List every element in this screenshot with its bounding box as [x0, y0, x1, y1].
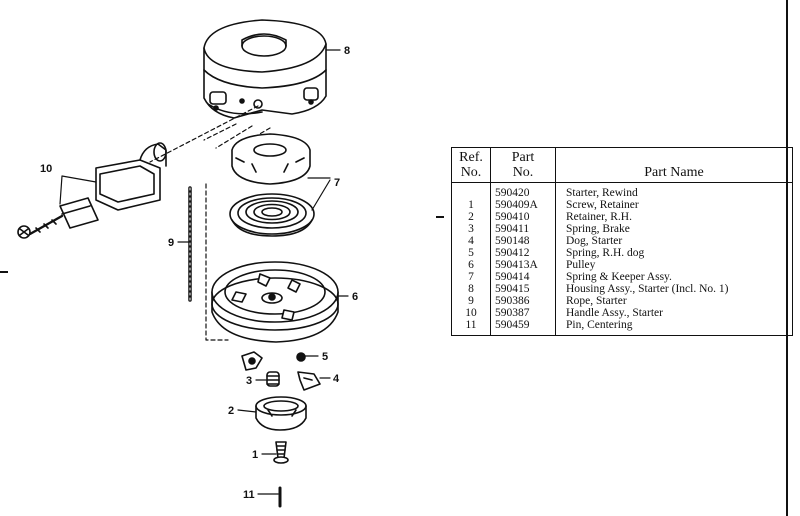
housing-assembly — [203, 19, 327, 119]
part-number-cell: 590415 — [490, 283, 556, 295]
ref-cell: 1 — [451, 199, 491, 211]
ref-cell: 2 — [451, 211, 491, 223]
part-number-cell: 590148 — [490, 235, 556, 247]
part-name-cell: Spring & Keeper Assy. — [555, 271, 793, 283]
ref-cell: 10 — [451, 307, 491, 319]
part-number-cell: 590459 — [490, 319, 556, 336]
part-name-cell: Spring, Brake — [555, 223, 793, 235]
part-name-cell: Retainer, R.H. — [555, 211, 793, 223]
callout-10: 10 — [40, 163, 52, 175]
ref-cell — [451, 182, 491, 199]
leader-lines — [59, 49, 349, 495]
starter-dog — [297, 371, 321, 391]
callout-9: 9 — [168, 237, 174, 249]
ref-cell: 3 — [451, 223, 491, 235]
ref-cell: 11 — [451, 319, 491, 336]
ref-cell: 9 — [451, 295, 491, 307]
part-number-cell: 590414 — [490, 271, 556, 283]
callout-5: 5 — [322, 351, 328, 363]
ref-cell: 6 — [451, 259, 491, 271]
margin-mark — [436, 216, 444, 218]
header-part-name: Part Name — [555, 147, 793, 183]
part-name-cell: Pulley — [555, 259, 793, 271]
callout-2: 2 — [228, 405, 234, 417]
callout-7: 7 — [334, 177, 340, 189]
part-name-cell: Pin, Centering — [555, 319, 793, 336]
ref-cell: 7 — [451, 271, 491, 283]
part-name-cell: Housing Assy., Starter (Incl. No. 1) — [555, 283, 793, 295]
callout-11: 11 — [243, 489, 255, 501]
callout-3: 3 — [246, 375, 252, 387]
part-number-cell: 590409A — [490, 199, 556, 211]
part-name-cell: Handle Assy., Starter — [555, 307, 793, 319]
part-name-cell: Dog, Starter — [555, 235, 793, 247]
pulley — [211, 261, 339, 343]
part-number-cell: 590420 — [490, 182, 556, 199]
callout-1: 1 — [252, 449, 258, 461]
margin-mark — [0, 271, 8, 273]
ref-cell: 4 — [451, 235, 491, 247]
part-number-cell: 590387 — [490, 307, 556, 319]
callout-6: 6 — [352, 291, 358, 303]
part-number-cell: 590386 — [490, 295, 556, 307]
rewind-spring — [229, 193, 315, 237]
part-number-cell: 590413A — [490, 259, 556, 271]
part-name-cell: Screw, Retainer — [555, 199, 793, 211]
callout-8: 8 — [344, 45, 350, 57]
ref-cell: 5 — [451, 247, 491, 259]
header-ref-no: Ref. No. — [451, 147, 491, 183]
handle-assembly — [17, 142, 167, 239]
retainer — [255, 396, 307, 431]
part-name-cell: Spring, R.H. dog — [555, 247, 793, 259]
part-name-cell: Rope, Starter — [555, 295, 793, 307]
ref-cell: 8 — [451, 283, 491, 295]
dog-spring — [296, 352, 306, 362]
brake-spring — [266, 371, 280, 387]
header-part-no: Part No. — [490, 147, 556, 183]
callout-4: 4 — [333, 373, 340, 385]
part-name-cell: Starter, Rewind — [555, 182, 793, 199]
part-number-cell: 590412 — [490, 247, 556, 259]
retainer-screw — [273, 441, 289, 464]
part-number-cell: 590410 — [490, 211, 556, 223]
table-header-row: Ref. No. Part No. Part Name — [451, 147, 793, 183]
exploded-view-diagram: 8 7 10 9 6 5 4 3 2 1 11 — [17, 19, 358, 508]
spring-keeper — [231, 133, 311, 185]
retainer-nut — [241, 351, 263, 371]
part-number-cell: 590411 — [490, 223, 556, 235]
